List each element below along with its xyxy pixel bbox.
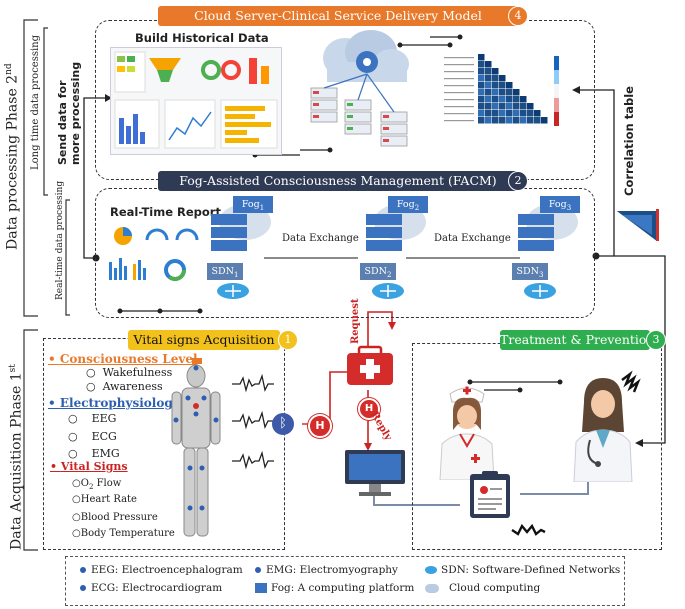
monitor-icon — [343, 448, 407, 498]
cloud-server-illustration — [305, 28, 415, 158]
doctor-figure — [568, 372, 638, 483]
realtime-report-thumbnail — [105, 222, 205, 294]
legend-dot-icon — [80, 585, 86, 591]
awareness-item: ○ Awareness — [86, 380, 163, 393]
facm-title-banner: Fog-Assisted Consciousness Management (F… — [158, 171, 518, 191]
wakefulness-item: ○ Wakefulness — [86, 366, 173, 379]
body-temperature-item: ○Body Temperature — [72, 528, 175, 539]
nurse-figure — [432, 380, 502, 481]
hospital-h-icon: H — [308, 414, 332, 438]
request-label: Request — [350, 298, 361, 344]
legend-cloud: Cloud computing — [425, 582, 540, 594]
fog-server-icon — [211, 204, 271, 299]
medical-kit-icon — [345, 345, 395, 387]
emg-item: ○ EMG — [68, 447, 120, 460]
legend-eeg: EEG: Electroencephalogram — [80, 564, 243, 576]
clipboard-icon — [460, 470, 520, 520]
legend-fog: Fog: A computing platform — [255, 582, 414, 594]
correlation-table-label: Correlation table — [622, 86, 636, 196]
doctor-icon — [573, 378, 633, 483]
fog-server-icon — [366, 204, 426, 299]
facm-number-badge: 2 — [508, 171, 528, 191]
electrophysiology-heading: • Electrophysiology — [48, 396, 180, 410]
cloud-legend-icon — [425, 583, 439, 593]
legend-box — [65, 556, 625, 606]
small-correlation-thumbnail — [612, 205, 662, 245]
human-body-icon — [171, 358, 221, 537]
vital-signs-heading: • Vital Signs — [50, 460, 128, 473]
body-figure — [168, 358, 228, 543]
o2-flow-item: ○O2 Flow — [72, 478, 122, 491]
correlation-heatmap — [442, 48, 562, 143]
fog-legend-icon — [255, 583, 267, 593]
cloud-server-icon — [310, 30, 409, 147]
fog-node-1 — [205, 196, 275, 306]
cloud-title-banner: Cloud Server-Clinical Service Delivery M… — [158, 6, 518, 26]
realtime-report-label: Real-Time Report — [110, 205, 221, 219]
legend-sdn: SDN: Software-Defined Networks — [425, 564, 620, 576]
bluetooth-icon: ᛒ — [272, 413, 294, 435]
ecg-item: ○ ECG — [68, 430, 117, 443]
heart-rate-item: ○Heart Rate — [72, 494, 137, 505]
fog1-tag: Fog1 — [233, 196, 273, 213]
fog-server-icon — [518, 204, 578, 299]
hospital-h-icon-2: H — [358, 398, 380, 420]
fog3-tag: Fog3 — [540, 196, 580, 213]
sdn2-tag: SDN2 — [360, 263, 396, 280]
build-historical-data-label: Build Historical Data — [135, 31, 269, 45]
sdn3-tag: SDN3 — [512, 263, 548, 280]
sdn1-tag: SDN1 — [207, 263, 243, 280]
eeg-item: ○ EEG — [68, 412, 117, 425]
legend-dot-icon — [80, 567, 86, 573]
fog-node-2 — [360, 196, 430, 306]
blood-pressure-item: ○Blood Pressure — [72, 512, 158, 523]
consciousness-level-heading: • Consciousness Level — [48, 352, 198, 366]
fog-node-3 — [512, 196, 582, 306]
vital-title-banner: Vital signs Acquisition — [128, 330, 280, 350]
sdn-legend-icon — [425, 566, 437, 574]
cloud-number-badge: 4 — [508, 6, 528, 26]
nurse-icon — [439, 386, 495, 481]
fog2-tag: Fog2 — [388, 196, 428, 213]
legend-dot-icon — [255, 567, 261, 573]
legend-emg: EMG: Electromyography — [255, 564, 398, 576]
data-exchange-label-1: Data Exchange — [282, 233, 359, 244]
legend-ecg: ECG: Electrocardiogram — [80, 582, 222, 594]
vital-number-badge: 1 — [278, 330, 298, 350]
data-exchange-label-2: Data Exchange — [434, 233, 511, 244]
historical-dashboard-thumbnail — [110, 47, 282, 155]
treatment-title-banner: Treatment & Prevention — [500, 330, 654, 350]
treatment-number-badge: 3 — [646, 330, 666, 350]
